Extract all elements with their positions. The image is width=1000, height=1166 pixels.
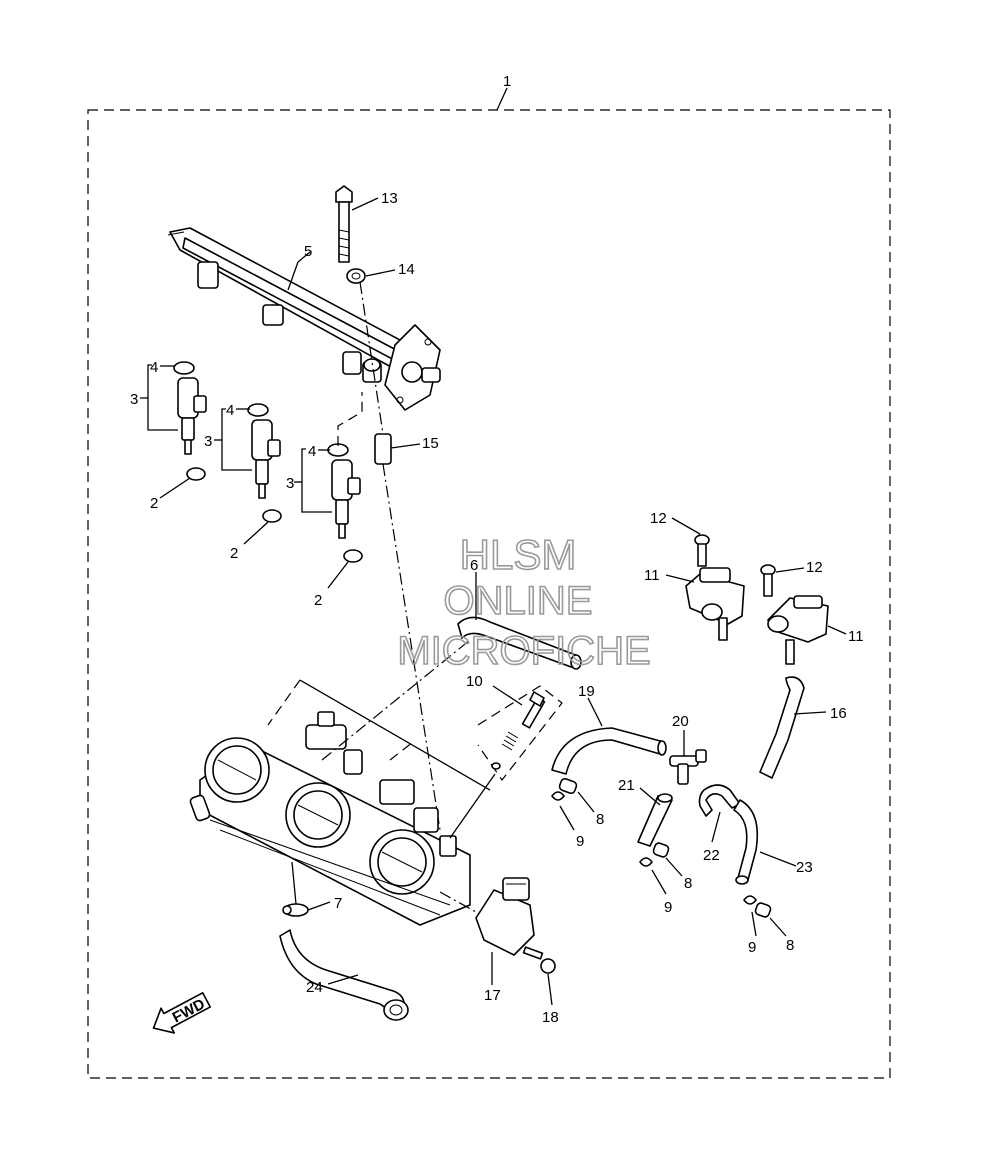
screw-set-10[interactable]: [477, 685, 563, 782]
callout-15[interactable]: 15: [422, 435, 439, 452]
callout-11-b[interactable]: 11: [848, 628, 864, 645]
assembly-boundary: [87, 109, 891, 1079]
callout-3-c[interactable]: 3: [286, 475, 294, 492]
callout-11-a[interactable]: 11: [644, 567, 660, 584]
callout-24[interactable]: 24: [306, 979, 323, 996]
callout-8-b[interactable]: 8: [684, 875, 692, 892]
callout-13[interactable]: 13: [381, 190, 398, 207]
hose-19[interactable]: [551, 727, 665, 775]
callout-9-c[interactable]: 9: [748, 939, 756, 956]
callout-12-b[interactable]: 12: [806, 559, 823, 576]
callout-10[interactable]: 10: [466, 673, 483, 690]
clip-9-a[interactable]: [551, 791, 565, 801]
injector-set-c[interactable]: [327, 443, 363, 563]
cap-8-a[interactable]: [558, 777, 578, 795]
bolt-18[interactable]: [522, 946, 556, 974]
callout-3-b[interactable]: 3: [204, 433, 212, 450]
clip-9-c[interactable]: [743, 895, 757, 905]
sensor-17[interactable]: [475, 877, 535, 956]
callout-16[interactable]: 16: [830, 705, 847, 722]
callout-14[interactable]: 14: [398, 261, 415, 278]
cap-8-c[interactable]: [754, 902, 772, 918]
callout-1[interactable]: 1: [503, 73, 511, 90]
fwd-arrow-icon: FWD: [152, 992, 212, 1034]
callout-4-b[interactable]: 4: [226, 402, 234, 419]
hose-22[interactable]: [698, 784, 741, 817]
watermark-line-2: ONLINE: [444, 579, 593, 623]
watermark: HLSM ONLINE MICROFICHE: [397, 530, 652, 674]
callout-23[interactable]: 23: [796, 859, 813, 876]
bolt-13[interactable]: [335, 185, 353, 263]
throttle-body-assembly[interactable]: [189, 711, 471, 926]
washer-14[interactable]: [346, 268, 366, 284]
hose-23[interactable]: [733, 799, 759, 881]
callout-8-a[interactable]: 8: [596, 811, 604, 828]
callout-5[interactable]: 5: [304, 243, 312, 260]
hose-16[interactable]: [759, 676, 805, 779]
callout-9-b[interactable]: 9: [664, 899, 672, 916]
callout-2-b[interactable]: 2: [230, 545, 238, 562]
callout-6[interactable]: 6: [470, 557, 478, 574]
bolt-12-right[interactable]: [760, 564, 776, 597]
callout-17[interactable]: 17: [484, 987, 501, 1004]
joint-20[interactable]: [669, 749, 707, 785]
callout-22[interactable]: 22: [703, 847, 720, 864]
callout-2-c[interactable]: 2: [314, 592, 322, 609]
callout-21[interactable]: 21: [618, 777, 635, 794]
sensor-11-left[interactable]: [685, 567, 745, 641]
hose-clamp-7[interactable]: [282, 903, 309, 917]
callout-8-c[interactable]: 8: [786, 937, 794, 954]
hose-21[interactable]: [637, 795, 673, 847]
callout-19[interactable]: 19: [578, 683, 595, 700]
callout-18[interactable]: 18: [542, 1009, 559, 1026]
collar-15[interactable]: [374, 433, 392, 465]
bolt-12-left[interactable]: [694, 534, 710, 567]
watermark-line-3: MICROFICHE: [397, 629, 650, 673]
watermark-line-1: HLSM: [460, 531, 577, 578]
callout-2-a[interactable]: 2: [150, 495, 158, 512]
fuel-rail[interactable]: [167, 227, 441, 411]
callout-9-a[interactable]: 9: [576, 833, 584, 850]
clip-9-b[interactable]: [639, 857, 653, 867]
callout-4-a[interactable]: 4: [150, 359, 158, 376]
callout-20[interactable]: 20: [672, 713, 689, 730]
callout-3-a[interactable]: 3: [130, 391, 138, 408]
callout-4-c[interactable]: 4: [308, 443, 316, 460]
callout-12-a[interactable]: 12: [650, 510, 667, 527]
cap-8-b[interactable]: [652, 842, 670, 858]
injector-set-a[interactable]: [173, 361, 207, 481]
sensor-11-right[interactable]: [767, 595, 829, 665]
injector-set-b[interactable]: [247, 403, 282, 523]
callout-7[interactable]: 7: [334, 895, 342, 912]
